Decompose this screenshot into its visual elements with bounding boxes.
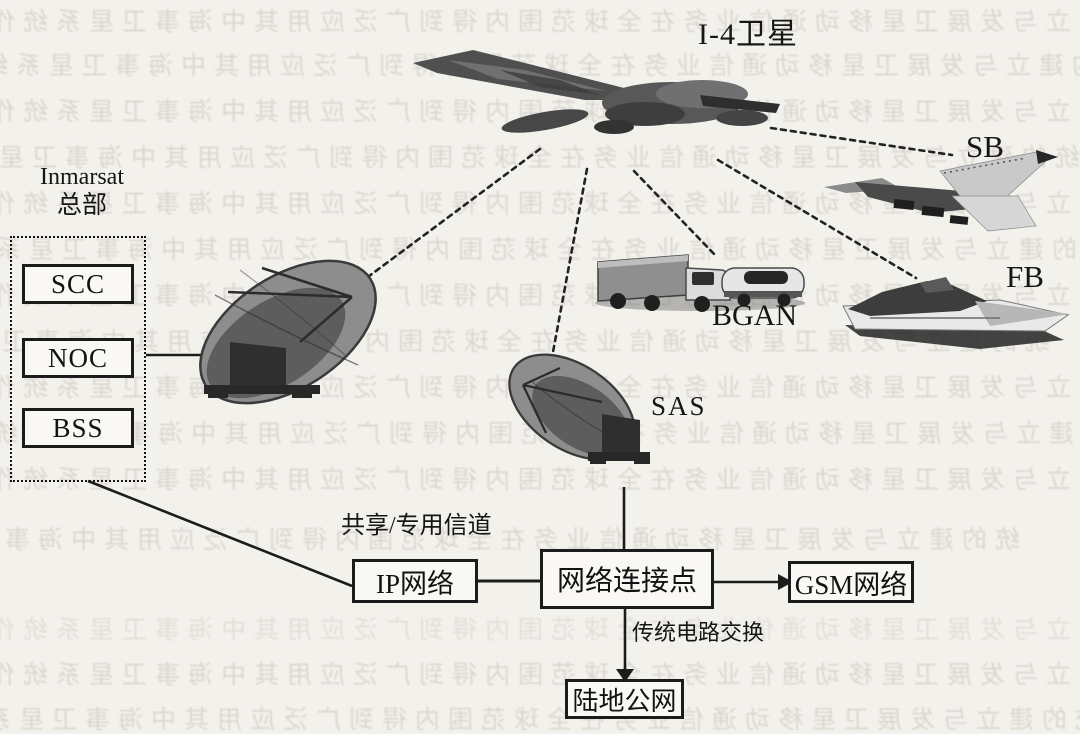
link-satellite-ground-station <box>347 147 542 293</box>
connector-lines <box>87 353 779 670</box>
ground-station-icon <box>199 259 377 405</box>
link-satellite-aircraft <box>769 126 954 157</box>
hq-dashed-box <box>10 236 146 482</box>
ip-network-box: IP网络 <box>352 559 478 603</box>
hq-label-en: Inmarsat <box>40 164 124 190</box>
sas-dish-icon <box>508 353 650 464</box>
bgan-vehicles-icon <box>595 254 805 312</box>
land-public-network-box: 陆地公网 <box>565 679 684 719</box>
aircraft-label: SB <box>966 129 1004 164</box>
arrowhead-land <box>616 669 634 682</box>
link-satellite-bgan <box>632 169 718 258</box>
satellite-icon <box>413 50 780 134</box>
satellite-link-lines <box>347 126 954 354</box>
shared-channel-label: 共享/专用信道 <box>341 513 492 539</box>
aircraft-icon <box>824 150 1058 232</box>
gsm-network-box: GSM网络 <box>788 561 914 603</box>
satellite-label: I-4卫星 <box>698 18 798 51</box>
circuit-switch-label: 传统电路交换 <box>632 620 765 645</box>
link-satellite-ship <box>716 158 918 280</box>
arrowhead-gsm <box>778 574 793 590</box>
vehicle-label: BGAN <box>712 299 798 332</box>
network-access-point-box: 网络连接点 <box>540 549 714 609</box>
link-satellite-sas <box>551 167 589 354</box>
ship-label: FB <box>1006 259 1044 294</box>
link-hq-ip-network <box>87 479 353 588</box>
noc-box: NOC <box>22 338 134 378</box>
hq-label: Inmarsat 总部 <box>22 164 142 220</box>
bss-box: BSS <box>22 408 134 448</box>
sas-label: SAS <box>651 391 707 421</box>
hq-label-cn: 总部 <box>56 192 107 220</box>
scc-box: SCC <box>22 264 134 304</box>
ship-icon <box>842 277 1070 349</box>
